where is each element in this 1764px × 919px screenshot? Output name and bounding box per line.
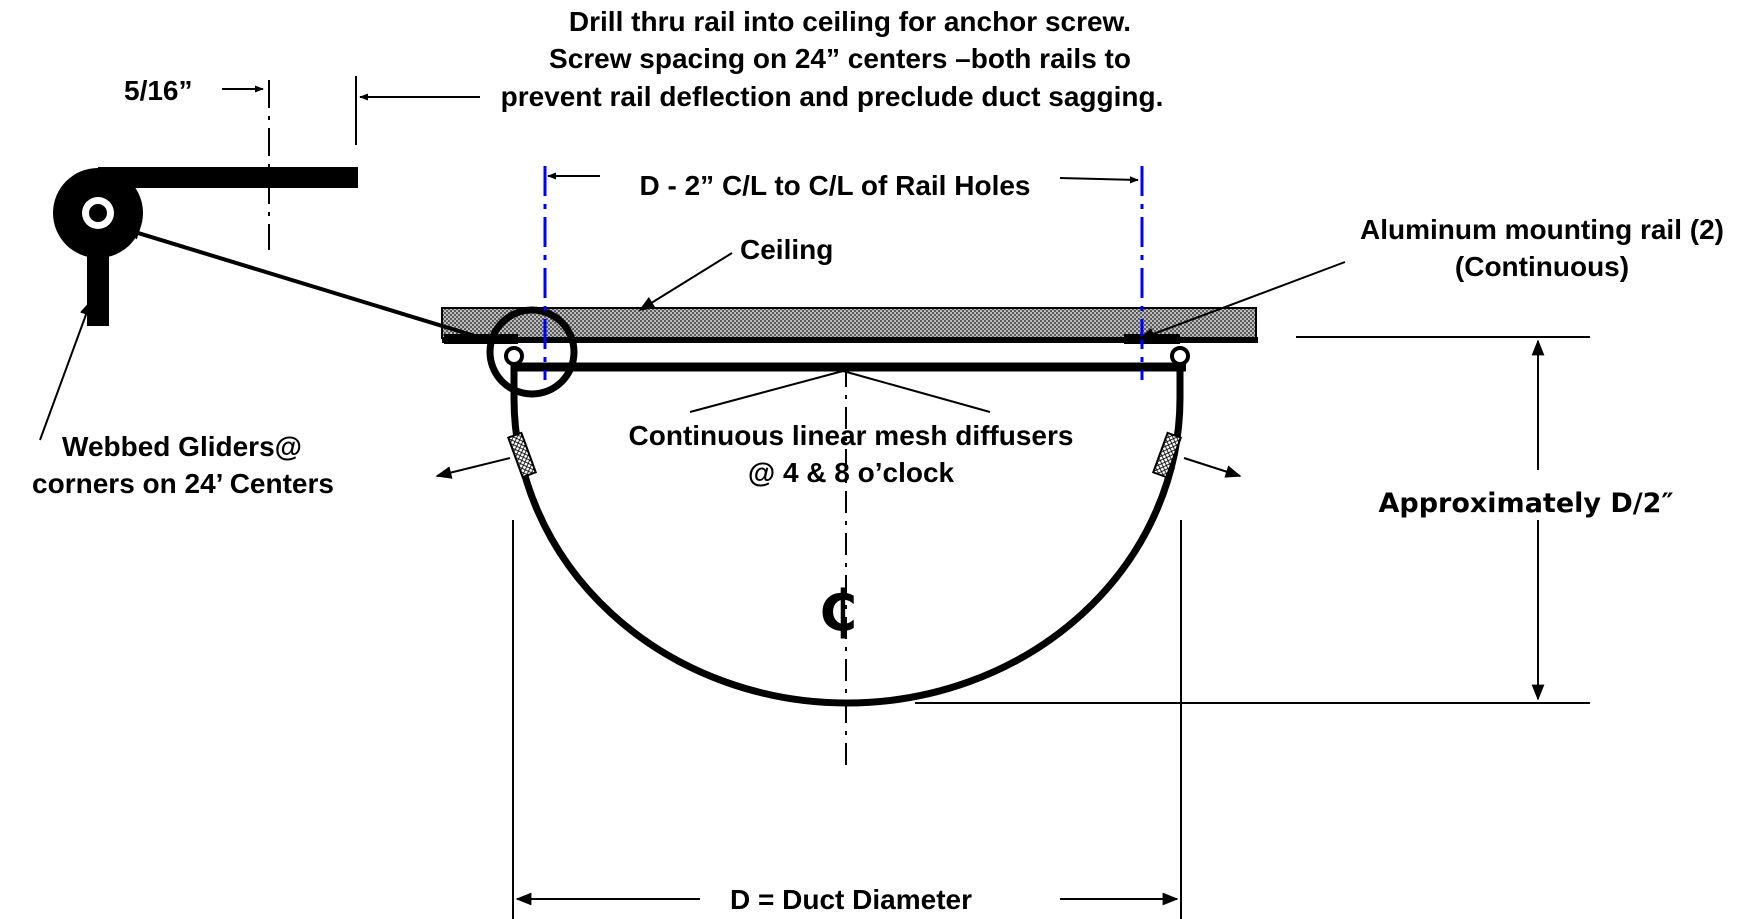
drill-note-line2: Screw spacing on 24” centers –both rails… [549,43,1131,74]
detail-arrow [123,227,476,338]
left-glider-pin [504,346,524,366]
height-dimension-label: Approximately D/2″ [1378,488,1673,519]
hole-dim-arrow-right [1059,176,1139,184]
leader-lines [39,227,1346,479]
detail-callout-circle [486,306,578,398]
diffuser-label-line1: Continuous linear mesh diffusers [629,420,1074,451]
rail-leader [1138,261,1346,340]
drill-note-line3: prevent rail deflection and preclude duc… [501,81,1164,112]
right-glider-pin [1170,346,1190,366]
diffuser-leader-right [842,370,991,413]
right-diffuser [1151,431,1183,479]
diffuser-airflow-right [1183,457,1242,478]
dimensions [512,336,1590,919]
glider-label-line2: corners on 24’ Centers [32,468,334,499]
gap-dimension-label: 5/16” [124,75,193,106]
ceiling-leader [638,252,733,311]
glider-label-line1: Webbed Gliders@ [62,431,302,462]
diffuser-airflow-left [435,457,511,479]
ceiling-slab [441,307,1257,339]
ceiling-label: Ceiling [740,234,833,265]
left-mounting-rail [444,334,518,344]
rail-hole-centerlines [543,166,1144,380]
diffuser-leader-left [689,370,844,413]
left-diffuser [506,431,538,479]
glider-stem [87,213,109,326]
diffuser-label-line2: @ 4 & 8 o’clock [748,457,955,488]
rail-label-line1: Aluminum mounting rail (2) [1360,214,1724,245]
drill-note-line1: Drill thru rail into ceiling for anchor … [569,6,1131,37]
glider-leader [39,299,93,441]
rail-label-line2: (Continuous) [1455,251,1629,282]
detail-rail-bar [98,167,358,188]
ceiling-bottom-plate [442,337,1258,343]
duct [486,306,1190,765]
rail-hole-dimension-label: D - 2” C/L to C/L of Rail Holes [639,170,1030,201]
ceiling-assembly [441,307,1258,372]
text-labels: Drill thru rail into ceiling for anchor … [32,6,1724,915]
diameter-dimension-label: D = Duct Diameter [730,884,972,915]
glider-hub [89,204,107,222]
centerline-symbol: ₵ [819,579,858,644]
rail-detail [53,76,480,326]
